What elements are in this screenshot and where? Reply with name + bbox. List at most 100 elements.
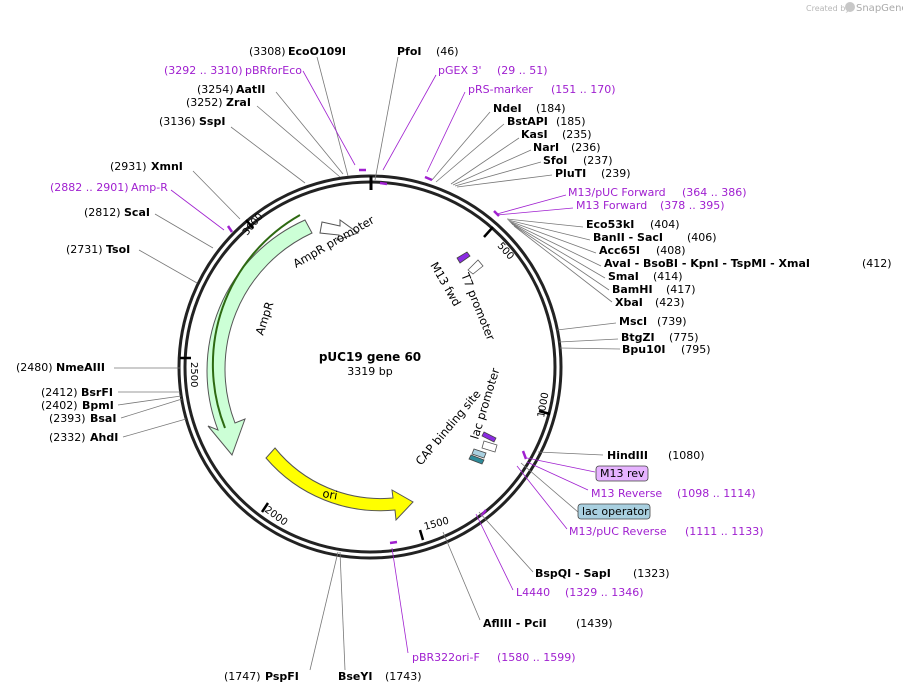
m13-rev-box-bg: [595, 465, 649, 482]
site-pos: (3252): [186, 96, 223, 109]
leader-eco53ki: [506, 218, 584, 228]
ampr-promoter-arrow[interactable]: [319, 219, 360, 241]
m13-rev-feature[interactable]: [481, 431, 497, 443]
site-bsrfi[interactable]: (2412)BsrFI: [41, 386, 113, 399]
site-pos: (184): [536, 102, 566, 115]
primer-pbr322ori[interactable]: pBR322ori-F(1580 .. 1599): [412, 651, 576, 664]
primer-m13pucfwd[interactable]: M13/pUC Forward (364 .. 386): [568, 186, 747, 199]
site-pspfi[interactable]: (1747)PspFI: [224, 670, 299, 683]
leader-ampr-primer: [170, 189, 225, 231]
site-pos: (3308): [249, 45, 286, 58]
leader-bspqi: [478, 511, 534, 573]
lac-operator-box-label: lac operator: [582, 505, 649, 518]
site-zrai[interactable]: (3252)ZraI: [186, 96, 251, 109]
plasmid-length: 3319 bp: [347, 365, 392, 378]
site-pluti[interactable]: PluTI(239): [555, 167, 631, 180]
leader-bpu10i: [559, 347, 621, 350]
site-bspqi[interactable]: BspQI - SapI(1323): [535, 567, 670, 580]
primer-pbrforeco[interactable]: (3292 .. 3310)pBRforEco: [164, 64, 302, 77]
site-name: EcoO109I: [288, 45, 346, 58]
site-bpu10i[interactable]: Bpu10I(795): [622, 343, 711, 356]
site-acc65i[interactable]: Acc65I(408): [599, 244, 686, 257]
site-name: MscI: [619, 315, 647, 328]
site-ahdi[interactable]: (2332)AhdI: [49, 431, 118, 444]
primer-range: (29 .. 51): [497, 64, 548, 77]
leader-pbr322ori: [391, 547, 409, 654]
site-smai[interactable]: SmaI(414): [608, 270, 683, 283]
leader-smai: [510, 222, 606, 279]
site-banii[interactable]: BanII - SacI(406): [593, 231, 717, 244]
m13-fwd-label: M13 fwd: [427, 260, 464, 309]
site-name: BamHI: [612, 283, 653, 296]
leader-bseyi: [339, 551, 346, 671]
primer-range: (378 .. 395): [660, 199, 725, 212]
site-nari[interactable]: NarI(236): [533, 141, 601, 154]
primer-ampr[interactable]: (2882 .. 2901)Amp-R: [50, 181, 168, 194]
site-xmni[interactable]: (2931)XmnI: [110, 160, 183, 173]
lac-operator-feature[interactable]: [471, 448, 487, 459]
leader-avai: [509, 221, 602, 267]
ori-feature-arrow[interactable]: [265, 447, 414, 522]
site-nmeaiii[interactable]: (2480)NmeAIII: [16, 361, 105, 374]
site-name: SfoI: [543, 154, 567, 167]
tick-mark-1000: [538, 409, 551, 416]
lac-promoter-feature[interactable]: [481, 440, 498, 453]
credit-brand: SnapGene: [856, 3, 903, 14]
leader-btgzi: [558, 338, 619, 343]
site-ndei[interactable]: NdeI(184): [493, 102, 566, 115]
site-scai[interactable]: (2812)ScaI: [84, 206, 150, 219]
tick-mark-3000: [245, 219, 254, 229]
site-tsoi[interactable]: (2731)TsoI: [66, 243, 130, 256]
primer-m13reverse[interactable]: M13 Reverse(1098 .. 1114): [591, 487, 756, 500]
site-hindiii[interactable]: HindIII(1080): [607, 449, 705, 462]
leader-nari: [452, 149, 532, 186]
site-aatii[interactable]: (3254)AatII: [197, 83, 265, 96]
lac-operator-box[interactable]: lac operator: [577, 503, 651, 520]
site-bseyi[interactable]: BseYI(1743): [338, 670, 422, 683]
leader-xbai: [513, 225, 613, 303]
site-name: AhdI: [90, 431, 118, 444]
tick-label-1500: 1500: [423, 516, 450, 533]
leader-aatii: [275, 91, 344, 175]
site-xbai[interactable]: XbaI(423): [615, 296, 685, 309]
m13-rev-box[interactable]: M13 rev: [595, 465, 649, 482]
site-btgzi[interactable]: BtgZI(775): [621, 331, 699, 344]
primer-name: M13/pUC Forward: [568, 186, 666, 199]
leader-ahdi: [122, 418, 187, 438]
primer-l4440[interactable]: L4440(1329 .. 1346): [516, 586, 644, 599]
site-bpmi[interactable]: (2402)BpmI: [41, 399, 114, 412]
leader-m13rev-box: [526, 457, 596, 473]
ori-label: ori: [321, 486, 338, 502]
site-kasi[interactable]: KasI(235): [521, 128, 592, 141]
plasmid-name: pUC19 gene 60: [319, 350, 421, 364]
primer-m13fwd[interactable]: M13 Forward(378 .. 395): [576, 199, 725, 212]
primer-range: (364 .. 386): [682, 186, 747, 199]
site-bsai[interactable]: (2393)BsaI: [49, 412, 116, 425]
leader-bpmi: [117, 395, 182, 406]
site-pos: (185): [556, 115, 586, 128]
site-sfoi[interactable]: SfoI(237): [543, 154, 613, 167]
cap-binding-site-feature[interactable]: [468, 454, 485, 465]
primer-name: pGEX 3': [438, 64, 482, 77]
primer-pgex3[interactable]: pGEX 3' (29 .. 51): [438, 64, 548, 77]
site-afliii[interactable]: AflIII - PciI(1439): [483, 617, 613, 630]
site-ecoo109i[interactable]: (3308)EcoO109I: [249, 45, 346, 58]
site-pos: (3136): [159, 115, 196, 128]
site-bamhi[interactable]: BamHI(417): [612, 283, 696, 296]
primer-name: pBR322ori-F: [412, 651, 480, 664]
t7-promoter-feature[interactable]: [467, 259, 484, 275]
site-labels: (3308)EcoO109I PfoI(46) (3254)AatII (325…: [16, 45, 892, 683]
tick-label-500: 500: [495, 241, 516, 263]
site-msci[interactable]: MscI(739): [619, 315, 687, 328]
site-pos: (404): [650, 218, 680, 231]
leader-bsai: [120, 398, 183, 419]
site-bstapi[interactable]: BstAPI(185): [507, 115, 586, 128]
site-eco53ki[interactable]: Eco53kI(404): [586, 218, 680, 231]
site-sspi[interactable]: (3136)SspI: [159, 115, 225, 128]
primer-m13pucrev[interactable]: M13/pUC Reverse(1111 .. 1133): [569, 525, 764, 538]
m13-fwd-feature[interactable]: [456, 251, 471, 264]
site-pfoi[interactable]: PfoI(46): [397, 45, 459, 58]
primer-prsmarker[interactable]: pRS-marker(151 .. 170): [468, 83, 616, 96]
site-avai[interactable]: AvaI - BsoBI - KpnI - TspMI - XmaI(412): [604, 257, 892, 270]
ampr-label: AmpR: [253, 300, 277, 337]
